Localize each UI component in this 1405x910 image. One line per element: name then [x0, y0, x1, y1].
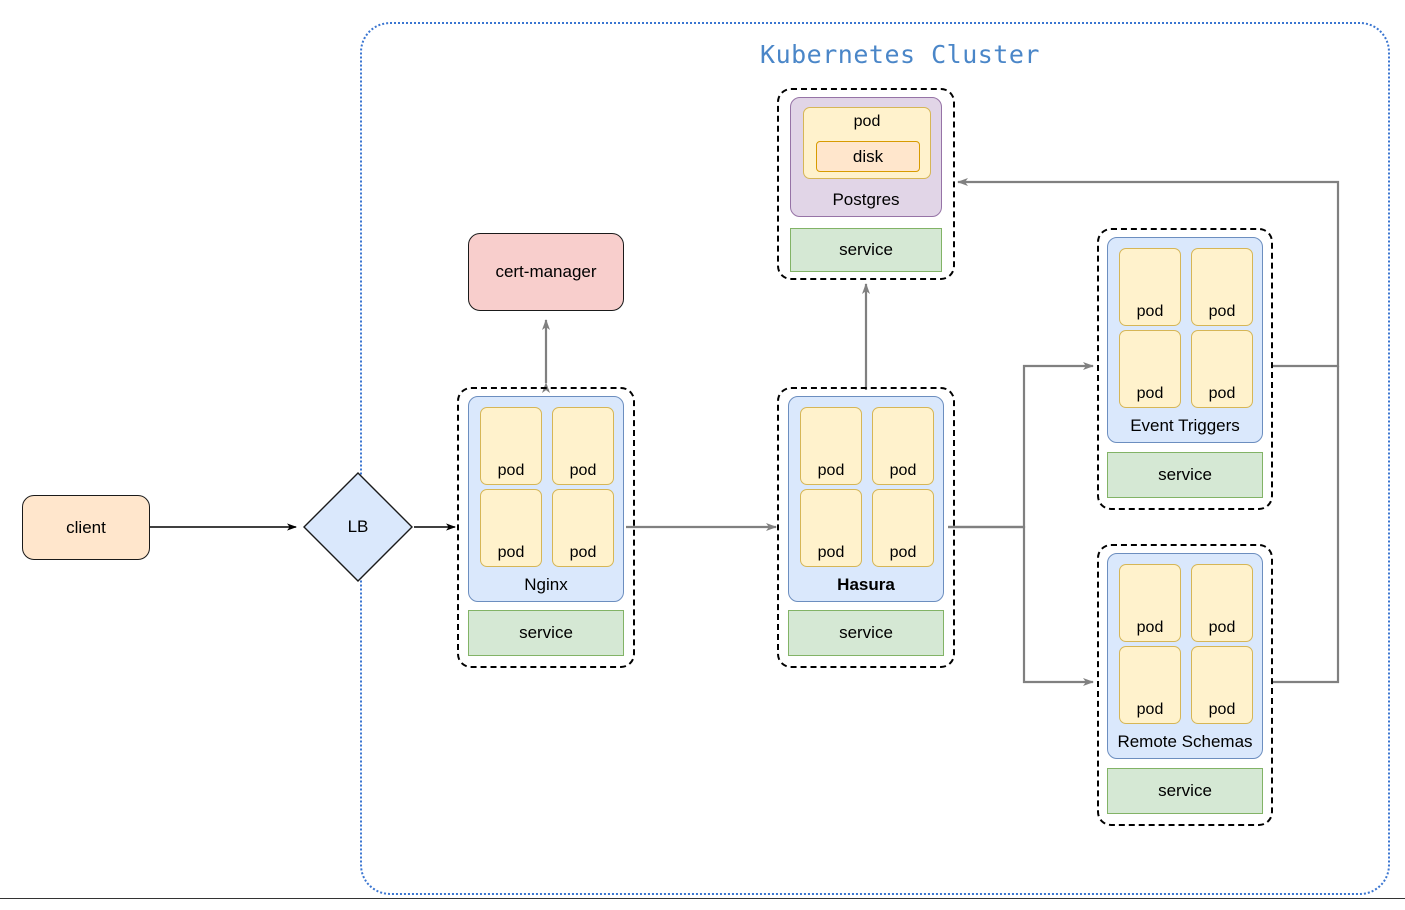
pod-label: pod — [569, 544, 597, 561]
event-triggers-pod-3[interactable]: pod — [1119, 330, 1181, 408]
pod-label: pod — [817, 544, 845, 561]
hasura-label: Hasura — [837, 575, 895, 594]
nginx-namespace-group — [457, 387, 635, 668]
pod-label: pod — [1136, 385, 1164, 402]
hasura-pod-1[interactable]: pod — [800, 407, 862, 485]
pod-label: pod — [889, 462, 917, 479]
lb-label: LB — [347, 517, 369, 536]
event-triggers-label: Event Triggers — [1130, 416, 1240, 435]
hasura-pod-2[interactable]: pod — [872, 407, 934, 485]
nginx-pod-1[interactable]: pod — [480, 407, 542, 485]
event-triggers-namespace-group — [1097, 228, 1273, 510]
pod-label: pod — [569, 462, 597, 479]
remote-schemas-pod-1[interactable]: pod — [1119, 564, 1181, 642]
cert-manager-label: cert-manager — [495, 262, 597, 281]
pod-label: pod — [1208, 385, 1236, 402]
pod-label: pod — [1136, 303, 1164, 320]
event-triggers-pod-2[interactable]: pod — [1191, 248, 1253, 326]
remote-schemas-label: Remote Schemas — [1117, 732, 1253, 751]
client-node[interactable]: client — [22, 495, 150, 560]
remote-schemas-pod-3[interactable]: pod — [1119, 646, 1181, 724]
pod-label: pod — [497, 462, 525, 479]
event-triggers-deployment[interactable]: pod pod pod pod Event Triggers — [1107, 237, 1263, 443]
client-label: client — [66, 517, 106, 537]
event-triggers-pod-4[interactable]: pod — [1191, 330, 1253, 408]
load-balancer-node[interactable]: LB — [302, 471, 414, 583]
cert-manager-node[interactable]: cert-manager — [468, 233, 624, 311]
hasura-service[interactable]: service — [788, 610, 944, 656]
nginx-service[interactable]: service — [468, 610, 624, 656]
hasura-pod-4[interactable]: pod — [872, 489, 934, 567]
pod-label: pod — [1208, 303, 1236, 320]
kubernetes-cluster-boundary — [360, 22, 1390, 895]
pod-label: pod — [817, 462, 845, 479]
hasura-deployment[interactable]: pod pod pod pod Hasura — [788, 396, 944, 602]
event-triggers-service[interactable]: service — [1107, 452, 1263, 498]
service-label: service — [839, 240, 893, 259]
postgres-statefulset[interactable]: pod disk Postgres — [790, 97, 942, 217]
nginx-deployment[interactable]: pod pod pod pod Nginx — [468, 396, 624, 602]
hasura-namespace-group — [777, 387, 955, 668]
hasura-pod-3[interactable]: pod — [800, 489, 862, 567]
disk-label: disk — [852, 146, 884, 166]
lb-diamond-shape — [303, 472, 413, 582]
nginx-pod-3[interactable]: pod — [480, 489, 542, 567]
pod-label: pod — [1136, 701, 1164, 718]
event-triggers-pod-1[interactable]: pod — [1119, 248, 1181, 326]
service-label: service — [519, 623, 573, 642]
nginx-pod-2[interactable]: pod — [552, 407, 614, 485]
postgres-disk[interactable]: disk — [816, 141, 920, 172]
pod-label: pod — [497, 544, 525, 561]
pod-label: pod — [889, 544, 917, 561]
bottom-divider — [0, 898, 1405, 899]
service-label: service — [1158, 465, 1212, 484]
remote-schemas-namespace-group — [1097, 544, 1273, 826]
nginx-label: Nginx — [524, 575, 568, 594]
pod-label: pod — [1208, 701, 1236, 718]
postgres-namespace-group — [777, 88, 955, 280]
nginx-pod-4[interactable]: pod — [552, 489, 614, 567]
pod-label: pod — [1208, 619, 1236, 636]
service-label: service — [1158, 781, 1212, 800]
cluster-title: Kubernetes Cluster — [760, 40, 1040, 69]
postgres-label: Postgres — [832, 190, 900, 209]
remote-schemas-service[interactable]: service — [1107, 768, 1263, 814]
postgres-service[interactable]: service — [790, 228, 942, 272]
remote-schemas-deployment[interactable]: pod pod pod pod Remote Schemas — [1107, 553, 1263, 759]
service-label: service — [839, 623, 893, 642]
pod-label: pod — [853, 113, 881, 130]
remote-schemas-pod-2[interactable]: pod — [1191, 564, 1253, 642]
remote-schemas-pod-4[interactable]: pod — [1191, 646, 1253, 724]
postgres-pod[interactable]: pod disk — [803, 107, 931, 179]
pod-label: pod — [1136, 619, 1164, 636]
